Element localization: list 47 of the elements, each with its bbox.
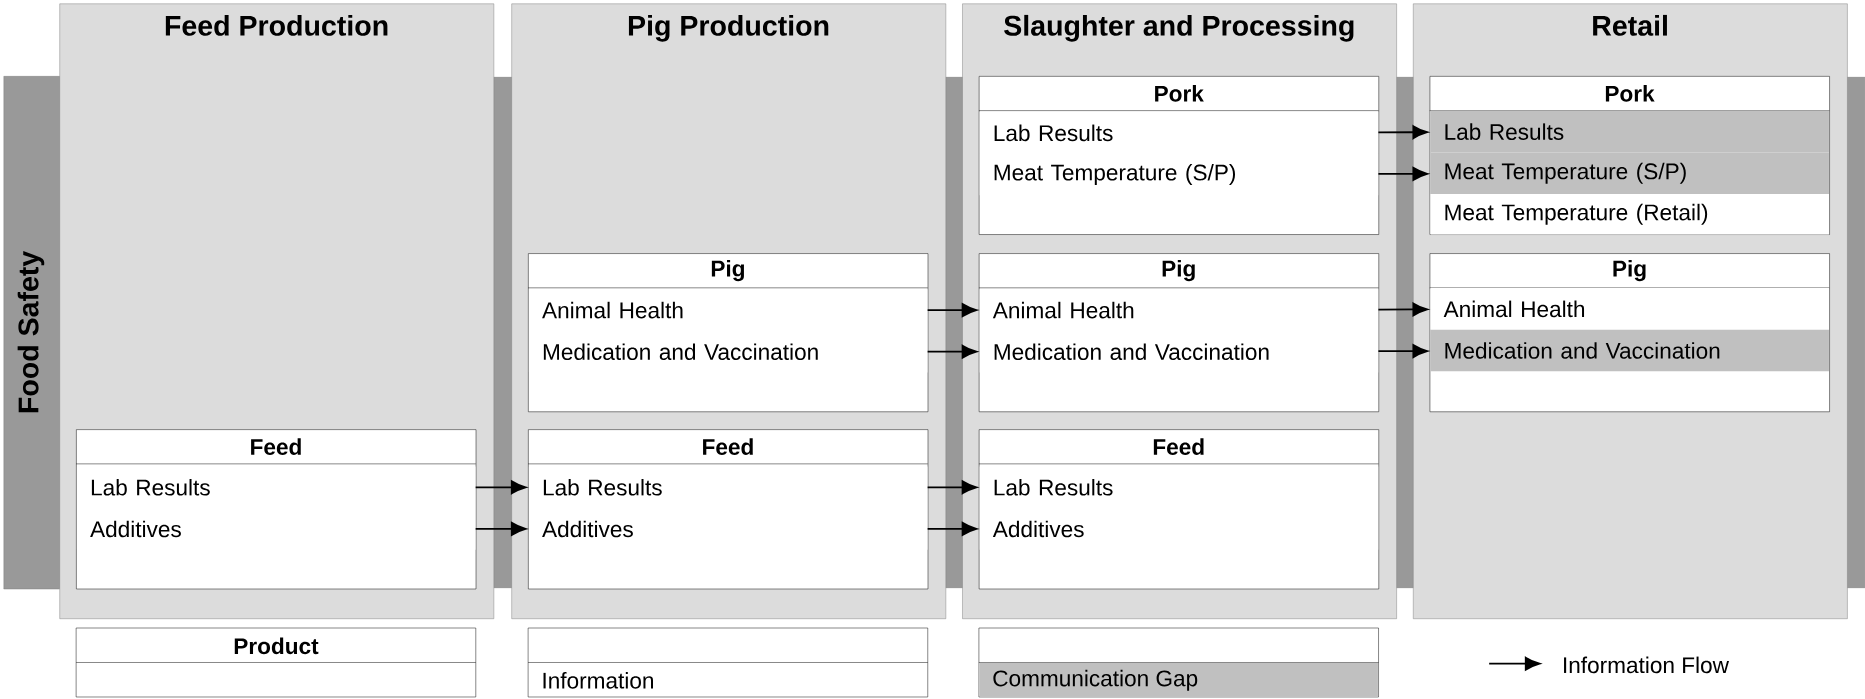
node-label: Lab Results: [543, 478, 662, 496]
node-label: Animal Health: [542, 301, 683, 319]
arrow: [474, 480, 527, 495]
legend-item: Communication Gap: [978, 627, 1379, 698]
legend-item: Information: [527, 627, 928, 698]
arrow: [1377, 166, 1428, 181]
data-row: Additives: [979, 507, 1379, 550]
node-label: Meat Temperature (S/P): [994, 163, 1236, 185]
arrow: [474, 521, 527, 536]
arrow: [926, 344, 978, 359]
arrow: [926, 521, 978, 536]
arrow: [1377, 302, 1428, 317]
node-label: Additives: [542, 520, 633, 538]
data-row: Additives: [528, 507, 928, 550]
data-row: Additives: [76, 507, 476, 550]
data-row: Lab Results: [1430, 110, 1829, 153]
node-label: Lab Results: [994, 478, 1113, 496]
legend-item: Information Flow: [1488, 656, 1729, 673]
data-row: Animal Health: [528, 289, 928, 331]
arrow: [926, 480, 978, 495]
node-label: Medication and Vaccination: [994, 343, 1269, 360]
node-label: Additives: [90, 520, 181, 538]
arrow: [926, 302, 978, 317]
arrow: [1377, 125, 1428, 139]
legend-item: Product: [75, 627, 476, 698]
node-label: Animal Health: [1443, 300, 1585, 318]
node-label: Additives: [992, 520, 1084, 538]
data-row: Medication and Vaccination: [528, 330, 928, 373]
data-row: Meat Temperature (S/P): [979, 153, 1379, 196]
node-label: Lab Results: [994, 124, 1113, 141]
node-label: Animal Health: [992, 301, 1134, 319]
data-row: Meat Temperature (Retail): [1430, 193, 1829, 235]
band: Food Safety: [3, 75, 60, 590]
data-row: Lab Results: [979, 466, 1379, 508]
node-label: Meat Temperature (S/P): [1445, 162, 1686, 184]
data-row: Lab Results: [979, 111, 1379, 154]
data-row: Animal Health: [1430, 287, 1829, 330]
node-label: Lab Results: [91, 478, 210, 496]
data-row: Medication and Vaccination: [979, 330, 1379, 373]
node-label: Medication and Vaccination: [543, 343, 818, 360]
data-row: Lab Results: [528, 466, 928, 508]
data-row: Meat Temperature (S/P): [1430, 152, 1829, 194]
arrow: [1377, 343, 1428, 358]
data-row: Animal Health: [979, 289, 1379, 331]
node-label: Lab Results: [1445, 123, 1564, 140]
data-row: Lab Results: [76, 466, 476, 508]
data-row: Medication and Vaccination: [1430, 329, 1829, 372]
